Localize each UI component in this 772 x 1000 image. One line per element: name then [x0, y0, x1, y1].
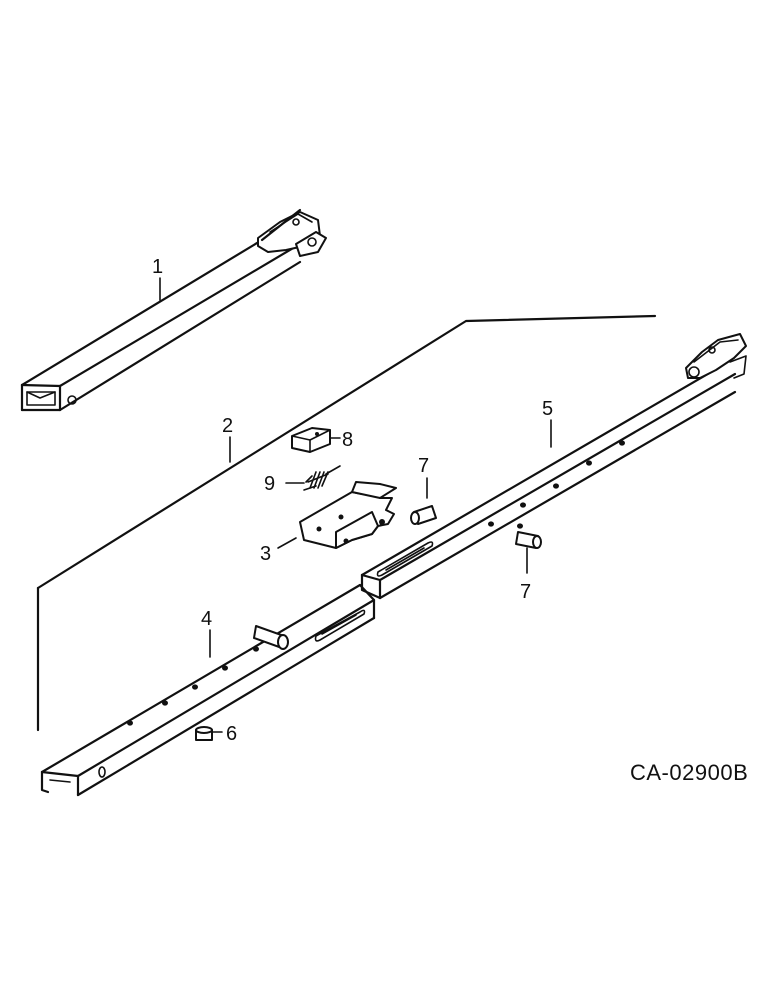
part-4-channel: [40, 583, 376, 797]
leader-lines: [159, 277, 552, 733]
part-7-pin-lower: [515, 531, 542, 549]
part-9-spring: [303, 465, 341, 491]
callout-4: 4: [201, 608, 212, 630]
callout-7-lower: 7: [520, 581, 531, 603]
callout-7-upper: 7: [418, 455, 429, 477]
part-7-pin-upper: [410, 505, 437, 525]
callout-2: 2: [222, 415, 233, 437]
part-5-channel: [360, 333, 747, 600]
part-3-latch: [299, 481, 397, 549]
callout-6: 6: [226, 723, 237, 745]
part-8-block: [291, 427, 331, 453]
callout-1: 1: [152, 256, 163, 278]
callout-8: 8: [342, 429, 353, 451]
callout-9: 9: [264, 473, 275, 495]
part-1-tube: [20, 208, 327, 412]
callout-3: 3: [260, 543, 271, 565]
part-6-plug: [195, 726, 213, 741]
drawing-code: CA-02900B: [630, 760, 748, 785]
callout-5: 5: [542, 398, 553, 420]
part-2-bracket-line: [36, 314, 657, 732]
